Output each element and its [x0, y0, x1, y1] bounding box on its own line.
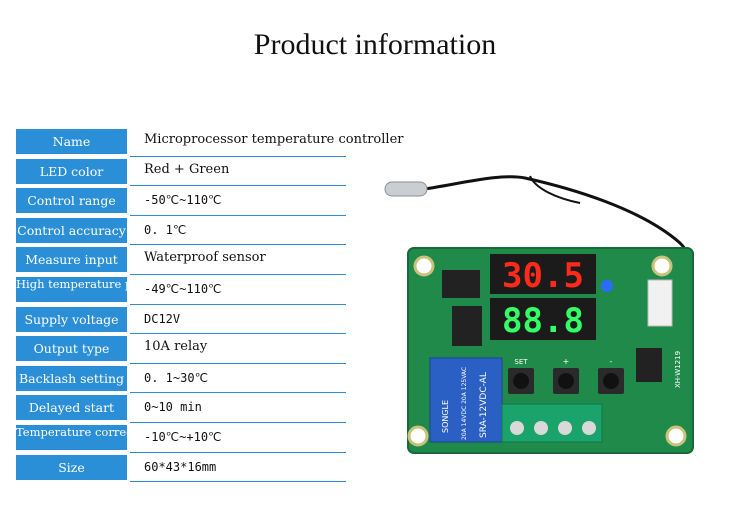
spec-value: -10℃~+10℃ [144, 429, 222, 444]
blue-led [601, 280, 613, 292]
spec-row: High temperature protection -49℃~110℃ [16, 276, 346, 306]
spec-label: Temperature correction [16, 424, 127, 450]
display-green-digits: 88.8 [502, 301, 584, 341]
row-divider [130, 155, 346, 157]
spec-row: LED color Red + Green [16, 158, 346, 188]
relay [429, 357, 503, 443]
spec-value: Red + Green [144, 161, 230, 177]
row-divider [130, 421, 346, 423]
spec-value: 0. 1℃ [144, 222, 187, 237]
terminal-screw [558, 421, 572, 435]
voltage-regulator [636, 348, 662, 382]
spec-value: 60*43*16mm [144, 459, 217, 474]
plus-button-cap[interactable] [558, 373, 574, 389]
row-divider [130, 303, 346, 305]
mount-hole [651, 255, 673, 277]
row-divider [130, 451, 346, 453]
row-divider [130, 214, 346, 216]
mount-hole [407, 425, 429, 447]
row-divider [130, 244, 346, 246]
controller-board-image: 30.5 88.8 SRA-12VDC-AL SONGLE 20A 14VDC … [384, 175, 694, 454]
mount-hole [413, 255, 435, 277]
spec-row: Size 60*43*16mm [16, 454, 346, 484]
display-green [490, 298, 596, 340]
spec-label: Delayed start [16, 395, 127, 421]
spec-row: Measure input Waterproof sensor [16, 246, 346, 276]
button-minus-label: - [610, 357, 613, 366]
row-divider [130, 333, 346, 335]
display-red-digits: 30.5 [502, 256, 584, 296]
spec-value: Microprocessor temperature controller [144, 132, 404, 147]
row-divider [130, 481, 346, 483]
spec-label: Size [16, 454, 127, 480]
button-plus-label: + [563, 357, 570, 366]
spec-row: Name Microprocessor temperature controlle… [16, 128, 403, 158]
relay-rating: 20A 14VDC 20A 125VAC [461, 367, 468, 440]
spec-label: High temperature protection [16, 276, 127, 302]
spec-value: 10A relay [144, 339, 208, 355]
spec-label: Measure input [16, 247, 127, 273]
relay-brand: SONGLE [441, 400, 450, 433]
spec-value: DC12V [144, 311, 181, 326]
spec-value: Waterproof sensor [144, 250, 266, 266]
spec-label: Supply voltage [16, 306, 127, 332]
ic-chip [452, 306, 482, 346]
row-divider [130, 392, 346, 394]
spec-label: Control range [16, 188, 127, 214]
spec-table: Name Microprocessor temperature controlle… [16, 128, 403, 484]
row-divider [130, 362, 346, 364]
spec-label: Output type [16, 336, 127, 362]
spec-row: Delayed start 0~10 min [16, 394, 346, 424]
spec-row: Backlash setting 0. 1~30℃ [16, 365, 346, 395]
spec-value: -50℃~110℃ [144, 193, 222, 208]
terminal-screw [534, 421, 548, 435]
row-divider [130, 273, 346, 275]
sensor-cable-inner [529, 175, 581, 204]
model-label: XH-W1219 [674, 351, 682, 388]
relay-label: SRA-12VDC-AL [479, 372, 489, 438]
sensor-probe [384, 181, 428, 197]
display-red [490, 254, 596, 294]
spec-value: 0. 1~30℃ [144, 370, 209, 385]
spec-value: 0~10 min [144, 400, 202, 415]
spec-row: Supply voltage DC12V [16, 306, 346, 336]
terminal-screw [510, 421, 524, 435]
spec-label: Name [16, 129, 127, 154]
spec-row: Control range -50℃~110℃ [16, 187, 346, 217]
spec-label: LED color [16, 158, 127, 184]
row-divider [130, 185, 346, 187]
spec-label: Control accuracy [16, 217, 127, 243]
page-title: Product information [253, 28, 497, 61]
spec-label: Backlash setting [16, 365, 127, 391]
button-set-label: SET [514, 358, 528, 366]
minus-button-cap[interactable] [603, 373, 619, 389]
spec-row: Control accuracy 0. 1℃ [16, 217, 346, 247]
spec-row: Temperature correction -10℃~+10℃ [16, 424, 346, 454]
ic-chip [442, 270, 480, 298]
spec-row: Output type 10A relay [16, 335, 346, 365]
set-button-cap[interactable] [513, 373, 529, 389]
spec-value: -49℃~110℃ [144, 281, 222, 296]
terminal-screw [582, 421, 596, 435]
sensor-connector [647, 279, 673, 327]
mount-hole [665, 425, 687, 447]
